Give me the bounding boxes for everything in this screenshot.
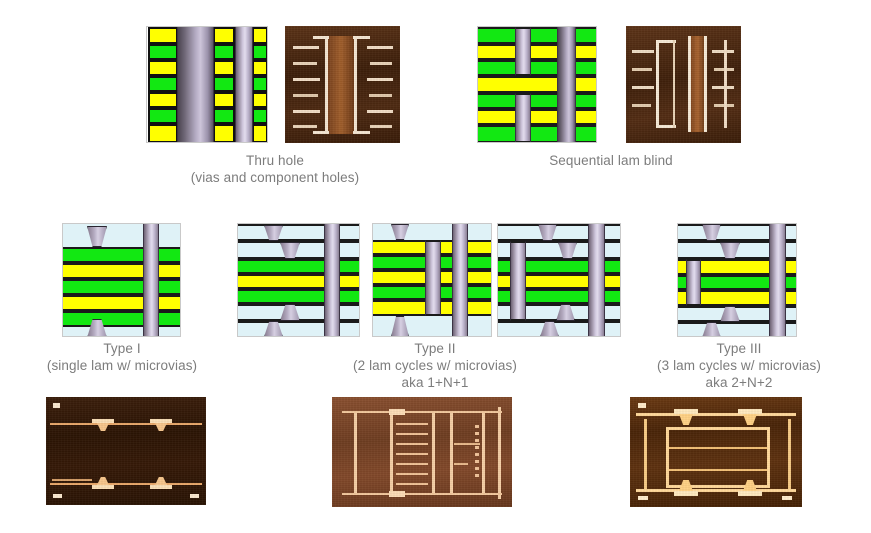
- micrograph-type-3: [630, 397, 802, 507]
- microvia-bottom-outer: [540, 321, 559, 336]
- component-hole-barrel: [177, 27, 214, 142]
- through-via-barrel: [452, 224, 468, 336]
- layer-pad: [148, 27, 178, 44]
- buried-via-barrel: [425, 240, 441, 316]
- schematic-type-2-a: [237, 223, 360, 337]
- microvia-top-outer: [538, 224, 557, 241]
- schematic-type-2-c: [497, 223, 621, 337]
- layer-pad: [252, 44, 267, 60]
- layer-pad: [148, 60, 178, 76]
- buried-via-barrel: [510, 241, 526, 321]
- micrograph-type-2: [332, 397, 512, 507]
- microvia-bottom-inner: [556, 304, 575, 321]
- layer-green: [63, 247, 180, 263]
- caption-type-2: Type II (2 lam cycles w/ microvias) aka …: [353, 341, 517, 390]
- layer-pad: [252, 76, 267, 92]
- layer-dielectric: [63, 224, 180, 247]
- layer-pad: [213, 44, 235, 60]
- microvia-top-outer: [702, 224, 721, 241]
- microvia-top: [87, 226, 107, 247]
- layer-dielectric: [238, 224, 359, 241]
- layer-green: [678, 275, 796, 290]
- layer-pad: [213, 108, 235, 124]
- layer-yellow: [238, 274, 359, 289]
- schematic-type-2-b: [372, 223, 492, 337]
- micrograph-type-1: [46, 397, 206, 505]
- layer-pad: [148, 76, 178, 92]
- microvia-bottom: [87, 319, 107, 336]
- layer-green: [478, 125, 596, 142]
- layer-pad: [252, 60, 267, 76]
- layer-green: [63, 279, 180, 295]
- layer-yellow: [478, 44, 596, 60]
- layer-green: [478, 93, 596, 109]
- microvia-top: [391, 224, 409, 240]
- layer-yellow: [63, 263, 180, 279]
- layer-pad: [148, 124, 178, 142]
- layer-yellow: [478, 109, 596, 125]
- through-via-barrel: [143, 224, 159, 336]
- layer-green: [63, 311, 180, 327]
- layer-pad: [148, 44, 178, 60]
- microvia-top-outer: [264, 225, 283, 241]
- through-via-barrel: [769, 224, 786, 336]
- layer-pad: [148, 92, 178, 108]
- through-via-barrel: [324, 224, 340, 336]
- layer-pad: [213, 76, 235, 92]
- microvia-bottom-outer: [702, 322, 721, 336]
- layer-yellow: [478, 76, 596, 93]
- schematic-type-3: [677, 223, 797, 337]
- through-via-barrel: [235, 27, 253, 142]
- layer-pad: [213, 92, 235, 108]
- layer-pad: [252, 124, 267, 142]
- through-via-barrel: [588, 224, 605, 336]
- layer-dielectric: [238, 321, 359, 336]
- layer-pad: [213, 60, 235, 76]
- microvia-bottom-outer: [264, 321, 283, 336]
- layer-yellow: [63, 295, 180, 311]
- layer-pad: [252, 92, 267, 108]
- layer-green: [238, 289, 359, 304]
- layer-green: [478, 60, 596, 76]
- layer-pad: [252, 108, 267, 124]
- microvia-top-inner: [280, 242, 300, 259]
- caption-type-3: Type III (3 lam cycles w/ microvias) aka…: [657, 341, 821, 390]
- layer-pad: [148, 108, 178, 124]
- microvia-bottom-inner: [280, 304, 300, 321]
- blind-via-barrel-bottom: [515, 93, 531, 142]
- microvia-bottom: [391, 316, 409, 336]
- caption-type-1: Type I (single lam w/ microvias): [46, 341, 198, 373]
- schematic-type-1: [62, 223, 181, 337]
- layer-dielectric: [63, 327, 180, 336]
- layer-yellow: [678, 259, 796, 275]
- caption-thru-hole: Thru hole (vias and component holes): [190, 153, 360, 185]
- caption-sequential-lam-blind: Sequential lam blind: [549, 153, 673, 168]
- layer-pad: [213, 27, 235, 44]
- micrograph-thru-hole: [285, 26, 400, 143]
- layer-pad: [213, 124, 235, 142]
- microvia-bottom-inner: [720, 306, 740, 322]
- layer-green: [238, 259, 359, 274]
- layer-green: [478, 27, 596, 44]
- blind-via-barrel-top: [515, 27, 531, 76]
- microvia-top-inner: [720, 242, 740, 259]
- layer-yellow: [678, 290, 796, 306]
- schematic-thru-hole: [146, 26, 268, 143]
- microvia-top-inner: [558, 242, 577, 259]
- buried-via-barrel: [686, 259, 701, 306]
- through-hole-barrel: [557, 27, 576, 142]
- layer-pad: [252, 27, 267, 44]
- micrograph-sequential-lam-blind: [626, 26, 741, 143]
- schematic-sequential-lam-blind: [477, 26, 597, 143]
